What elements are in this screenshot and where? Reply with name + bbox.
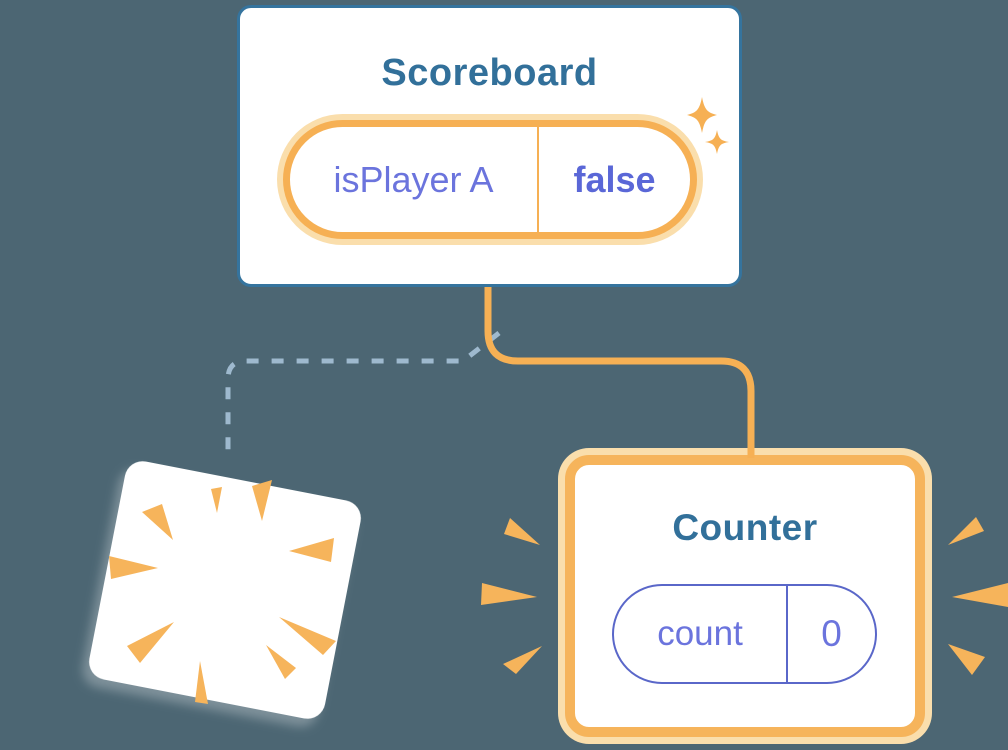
poof-burst-icon xyxy=(948,517,1008,675)
counter-component-card: Counter count 0 xyxy=(565,455,925,737)
counter-title: Counter xyxy=(672,507,818,548)
blank-card xyxy=(89,461,361,719)
destroyed-component-card xyxy=(89,461,361,719)
state-value-label: false xyxy=(573,158,656,200)
poof-burst-icon xyxy=(109,480,336,704)
state-value-label: 0 xyxy=(821,613,842,654)
counter-state-pill: count 0 xyxy=(612,584,877,684)
poof-burst-icon xyxy=(481,518,542,674)
scoreboard-component-card: Scoreboard isPlayer A false xyxy=(237,5,742,287)
state-key-label: isPlayer A xyxy=(333,158,494,200)
pill-divider xyxy=(537,127,539,232)
scoreboard-state-pill: isPlayer A false xyxy=(283,120,697,239)
state-key-label: count xyxy=(657,614,743,653)
orange-connector-counter xyxy=(484,287,755,458)
pill-divider xyxy=(786,586,788,682)
scoreboard-title: Scoreboard xyxy=(381,52,598,94)
dashed-connector-removed xyxy=(225,331,501,460)
